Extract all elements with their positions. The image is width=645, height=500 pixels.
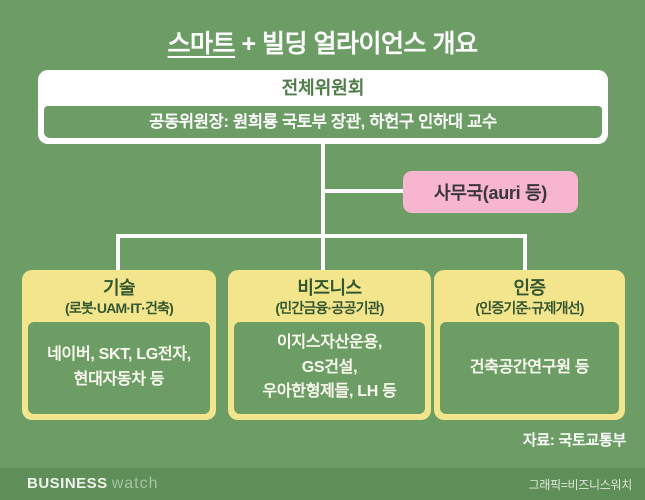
connector-drop-right <box>523 234 527 271</box>
source-note: 자료: 국토교통부 <box>522 432 626 449</box>
branch-members: 이지스자산운용, GS건설, 우아한형제들, LH 등 <box>234 322 425 414</box>
branch-box-technology: 기술 (로봇·UAM·IT·건축) 네이버, SKT, LG전자, 현대자동차 … <box>22 270 216 420</box>
connector-secretariat-horizontal <box>323 189 405 193</box>
branch-header: 비즈니스 (민간금융·공공기관) <box>228 270 431 322</box>
committee-chair-bar: 공동위원장: 원희룡 국토부 장관, 하헌구 인하대 교수 <box>44 106 602 138</box>
branch-box-certification: 인증 (인증기준·규제개선) 건축공간연구원 등 <box>434 270 625 420</box>
page-title-underlined-word: 스마트 <box>167 30 236 58</box>
secretariat-box: 사무국(auri 등) <box>403 171 578 213</box>
businesswatch-logo: BUSINESS watch <box>27 475 158 493</box>
branch-title: 인증 <box>513 278 546 298</box>
connector-split-horizontal <box>116 234 527 238</box>
branch-members: 건축공간연구원 등 <box>440 322 619 414</box>
branch-title: 비즈니스 <box>297 278 362 298</box>
connector-trunk-vertical <box>321 144 325 271</box>
branch-box-business: 비즈니스 (민간금융·공공기관) 이지스자산운용, GS건설, 우아한형제들, … <box>228 270 431 420</box>
committee-title: 전체위원회 <box>281 78 365 98</box>
page-title-rest: + 빌딩 얼라이언스 개요 <box>235 30 478 58</box>
logo-watch-text: watch <box>111 475 159 492</box>
branch-header: 기술 (로봇·UAM·IT·건축) <box>22 270 216 322</box>
branch-subtitle: (로봇·UAM·IT·건축) <box>65 300 174 316</box>
footer-bar: BUSINESS watch 그래픽=비즈니스워치 <box>0 468 645 500</box>
branch-header: 인증 (인증기준·규제개선) <box>434 270 625 322</box>
connector-drop-left <box>116 234 120 271</box>
page-title: 스마트 + 빌딩 얼라이언스 개요 <box>0 24 645 60</box>
graphic-credit: 그래픽=비즈니스워치 <box>528 477 633 492</box>
branch-subtitle: (인증기준·규제개선) <box>475 300 584 316</box>
branch-title: 기술 <box>102 278 136 298</box>
logo-business-text: BUSINESS <box>27 475 108 492</box>
branch-members: 네이버, SKT, LG전자, 현대자동차 등 <box>28 322 210 414</box>
committee-box: 전체위원회 공동위원장: 원희룡 국토부 장관, 하헌구 인하대 교수 <box>38 70 608 144</box>
branch-subtitle: (민간금융·공공기관) <box>275 300 384 316</box>
